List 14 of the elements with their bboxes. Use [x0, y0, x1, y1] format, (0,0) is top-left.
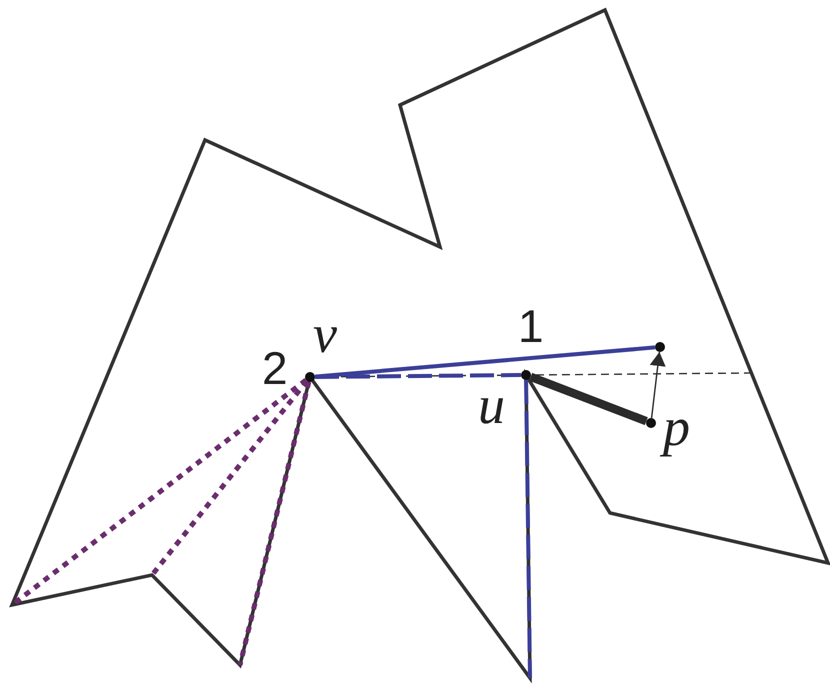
point-label: v: [313, 307, 337, 361]
number-label: 2: [262, 350, 288, 387]
thick-line: [529, 372, 648, 426]
number-label: 1: [518, 308, 544, 345]
dashed-line: [314, 373, 522, 379]
point-label: u: [478, 378, 505, 432]
point-dot: [655, 342, 665, 352]
point-dot: [305, 372, 315, 382]
arrow: [650, 352, 666, 418]
point-dot: [521, 370, 531, 380]
solid-line: [314, 345, 656, 379]
dotted-line: [238, 381, 312, 666]
point-dot: [646, 418, 656, 428]
dashed-line: [524, 380, 532, 678]
